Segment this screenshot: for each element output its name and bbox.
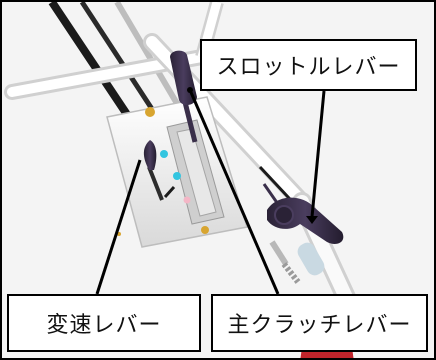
throttle-lever xyxy=(258,165,344,284)
spring xyxy=(281,262,301,284)
throttle-lever-label: スロットルレバー xyxy=(200,39,417,91)
leader-line-shift xyxy=(95,159,142,295)
leader-line-throttle xyxy=(310,90,326,218)
shift-lever xyxy=(143,140,191,204)
leader-lines xyxy=(95,87,326,295)
main-clutch-lever-label-text: 主クラッチレバー xyxy=(227,313,412,338)
shift-lever-label: 変速レバー xyxy=(7,294,201,352)
leader-line-clutch xyxy=(188,89,280,295)
indicator-dot-pink xyxy=(183,196,191,204)
indicator-dot-cyan-1 xyxy=(160,150,168,158)
shift-lever-label-text: 変速レバー xyxy=(46,313,162,338)
throttle-lever-label-text: スロットルレバー xyxy=(216,55,401,80)
indicator-dot-cyan-2 xyxy=(173,172,181,180)
main-clutch-lever-label: 主クラッチレバー xyxy=(211,294,428,352)
